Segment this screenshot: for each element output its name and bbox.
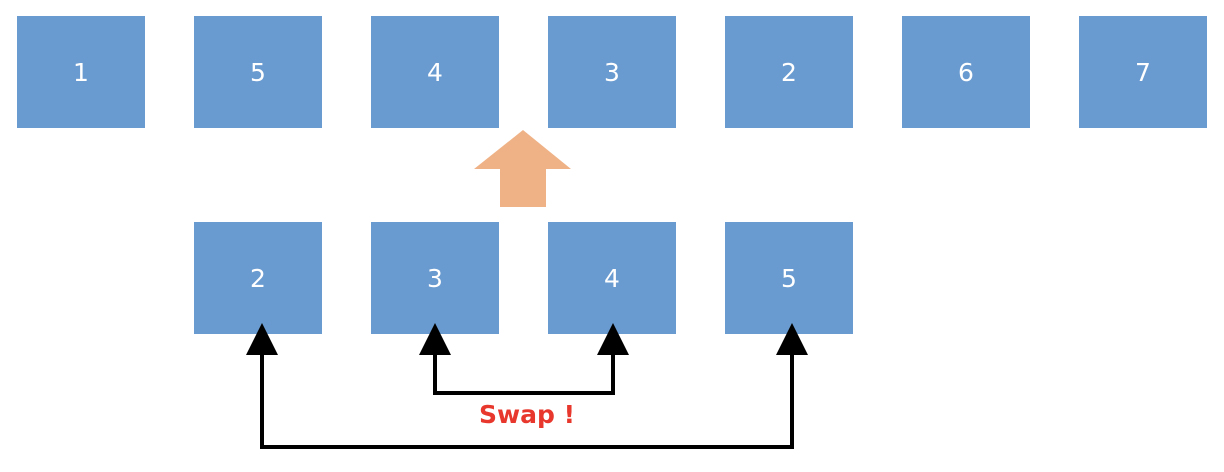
top-box-7: 7 — [1079, 16, 1207, 128]
bottom-box-2: 3 — [371, 222, 499, 334]
top-box-5: 2 — [725, 16, 853, 128]
top-box-6: 6 — [902, 16, 1030, 128]
outer-bracket-arrow-icon — [246, 323, 808, 449]
swap-label: Swap ! — [479, 400, 575, 429]
bottom-box-3: 4 — [548, 222, 676, 334]
up-arrow-icon — [474, 130, 571, 207]
top-box-2: 5 — [194, 16, 322, 128]
top-box-4: 3 — [548, 16, 676, 128]
inner-bracket-arrow-icon — [419, 323, 629, 395]
top-box-3: 4 — [371, 16, 499, 128]
top-box-1: 1 — [17, 16, 145, 128]
bottom-box-4: 5 — [725, 222, 853, 334]
bottom-box-1: 2 — [194, 222, 322, 334]
